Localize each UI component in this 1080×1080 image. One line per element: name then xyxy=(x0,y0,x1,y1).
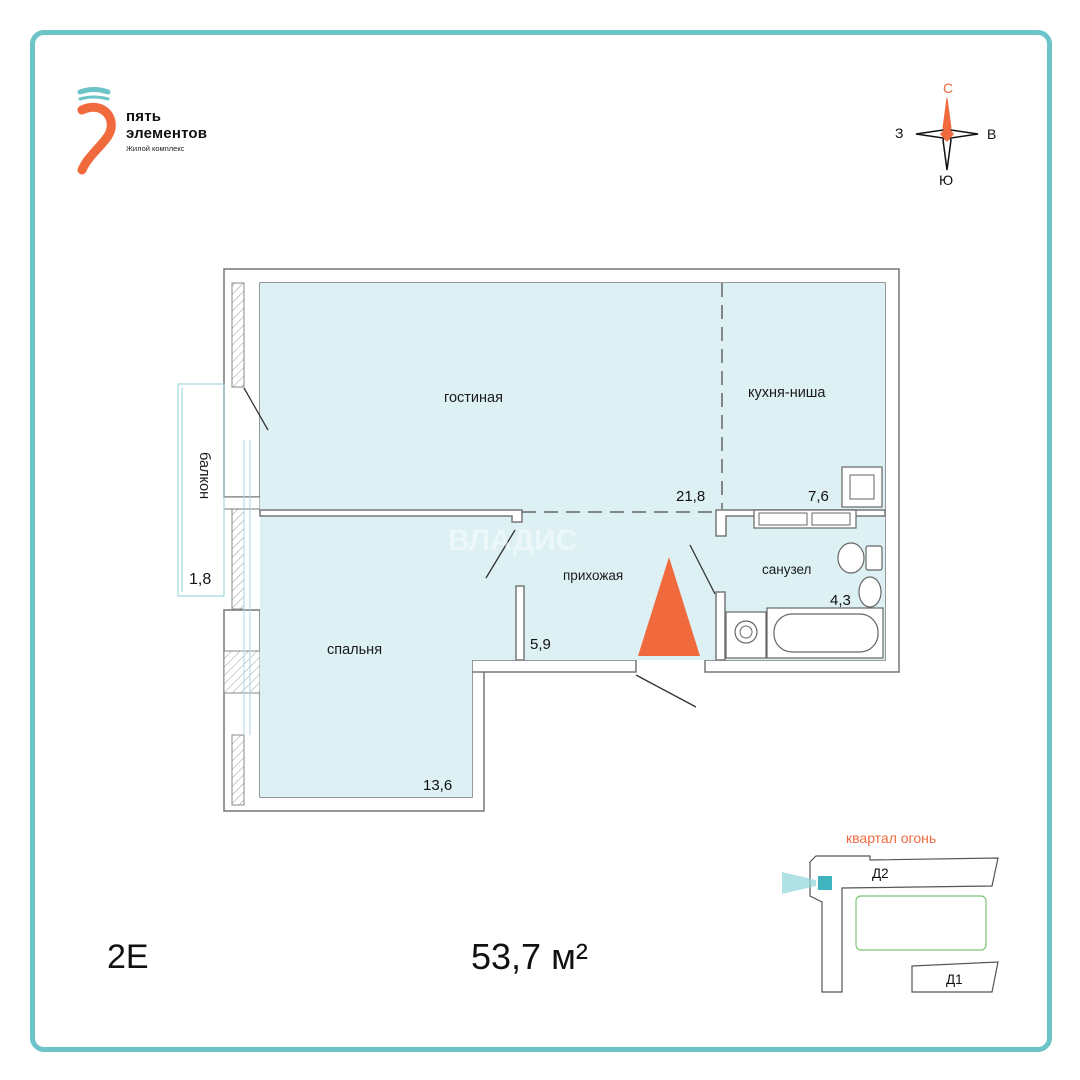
area-hallway: 5,9 xyxy=(530,636,551,653)
room-label-hallway: прихожая xyxy=(563,568,624,583)
compass-rose-icon xyxy=(915,97,979,171)
brand-name: пять элементов xyxy=(126,108,207,142)
room-label-bedroom: спальня xyxy=(327,642,383,658)
building-label-d2: Д2 xyxy=(872,866,889,881)
quarter-name: квартал огонь xyxy=(846,830,937,846)
view-direction-icon xyxy=(782,872,816,894)
door-swings xyxy=(243,387,716,708)
area-kitchen: 7,6 xyxy=(808,488,829,505)
washing-machine-icon xyxy=(725,611,767,659)
courtyard-green-area xyxy=(855,895,987,951)
brand-subtitle: Жилой комплекс xyxy=(126,144,185,153)
area-bathroom: 4,3 xyxy=(830,592,851,609)
apartment-total-area: 53,7 м² xyxy=(471,936,588,977)
kitchen-stove-icon xyxy=(841,466,883,508)
bathtub-icon xyxy=(766,607,884,659)
five-elements-logo-icon xyxy=(77,87,116,175)
room-label-bathroom: санузел xyxy=(762,562,812,577)
room-label-balcony: балкон xyxy=(196,452,212,500)
building-label-d1: Д1 xyxy=(946,972,963,987)
entrance-arrow-icon xyxy=(638,557,700,656)
area-bedroom: 13,6 xyxy=(423,777,453,794)
room-label-kitchen: кухня-ниша xyxy=(748,385,826,401)
interior-walls xyxy=(259,509,886,661)
compass-south-label: Ю xyxy=(939,172,954,188)
kitchen-counter-icon xyxy=(753,509,857,529)
area-living: 21,8 xyxy=(676,488,706,505)
balcony xyxy=(177,383,251,735)
page-frame xyxy=(30,30,1052,1052)
compass-east-label: В xyxy=(987,126,997,142)
apartment-code: 2E xyxy=(107,938,149,976)
brand-name-line1: пять xyxy=(126,108,162,125)
room-fills xyxy=(260,283,885,797)
brand-name-line2: элементов xyxy=(126,125,208,142)
compass-west-label: З xyxy=(895,125,904,141)
watermark-text: ВЛАДИС xyxy=(448,524,578,557)
apartment-location-marker xyxy=(818,876,832,890)
site-plan-map xyxy=(782,855,999,993)
compass-north-label: С xyxy=(943,80,954,96)
room-label-living: гостиная xyxy=(444,390,503,406)
sink-icon xyxy=(858,576,882,608)
toilet-icon xyxy=(837,542,883,574)
area-balcony: 1,8 xyxy=(189,571,212,588)
